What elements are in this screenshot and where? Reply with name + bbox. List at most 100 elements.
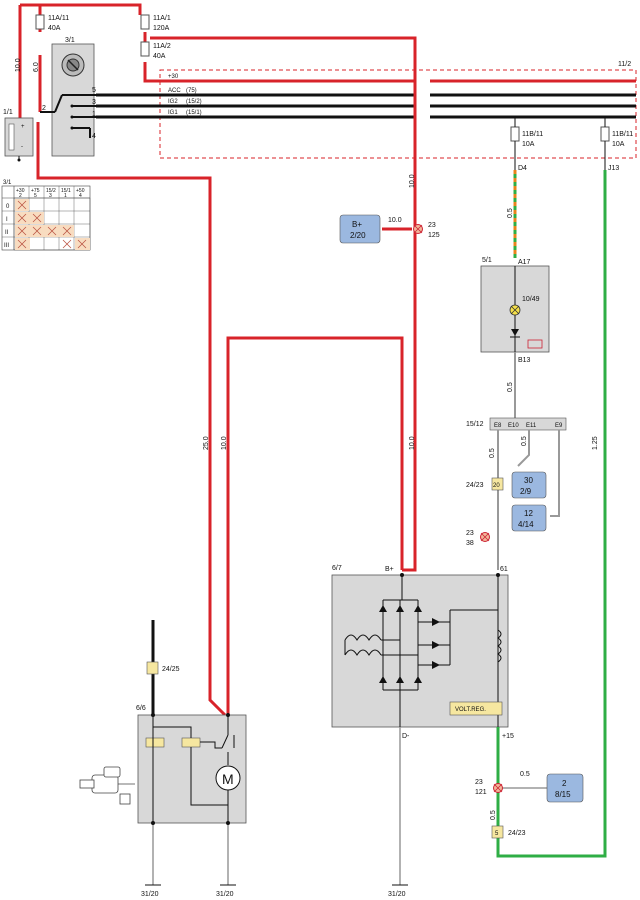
splice-125: 23 125 <box>413 222 440 239</box>
wire-size-12: 1.25 <box>592 436 599 450</box>
wire-size-3: 10.0 <box>409 174 416 188</box>
pin-61: 61 <box>500 566 508 573</box>
svg-text:24/23: 24/23 <box>466 482 484 489</box>
svg-text:3: 3 <box>49 193 52 199</box>
svg-text:12: 12 <box>524 509 533 518</box>
svg-text:11A/2: 11A/2 <box>153 43 171 50</box>
battery-warning-icon <box>527 339 543 349</box>
wire-size-10: 0.5 <box>489 448 496 458</box>
fuse-11a-11: 11A/11 40A <box>35 14 69 32</box>
bus-ig1-name: IG1 <box>168 110 178 116</box>
svg-text:11B/11: 11B/11 <box>522 131 543 138</box>
volt-reg <box>449 701 503 716</box>
ref-bplus: B+ 2/20 <box>339 214 381 244</box>
ground-3: 31/20 <box>388 891 406 898</box>
switch-pin-4: 4 <box>92 133 96 140</box>
lamp-unit-label: 5/1 <box>482 257 492 264</box>
pin-dminus: D- <box>402 733 410 740</box>
svg-text:121: 121 <box>475 789 487 796</box>
bus-acc-name: ACC <box>168 88 181 94</box>
svg-text:B+: B+ <box>352 220 362 229</box>
svg-text:5: 5 <box>495 831 499 837</box>
bus-acc-code: (75) <box>186 88 197 94</box>
svg-text:1: 1 <box>64 193 67 199</box>
red-wires <box>18 3 417 717</box>
svg-text:III: III <box>4 243 9 249</box>
wire-size-11: 0.5 <box>521 436 528 446</box>
pin-bplus: B+ <box>385 566 394 573</box>
ref-30: 30 2/9 <box>511 471 547 499</box>
svg-text:+75: +75 <box>31 188 40 194</box>
connector-24-23-b: 5 24/23 <box>491 825 526 839</box>
svg-text:4/14: 4/14 <box>518 520 534 529</box>
starter-coil-1 <box>145 737 165 748</box>
ground-1: 31/20 <box>141 891 159 898</box>
svg-text:4: 4 <box>79 193 82 199</box>
fuse-11b-11-right: 11B/11 10A <box>600 126 633 148</box>
bus-lines <box>96 79 636 119</box>
svg-text:5: 5 <box>34 193 37 199</box>
pin-plus15: +15 <box>502 733 514 740</box>
starter-coil-2 <box>181 737 201 748</box>
ground-2: 31/20 <box>216 891 234 898</box>
motor-label: M <box>222 771 234 787</box>
svg-text:0: 0 <box>6 204 10 210</box>
svg-text:15/1: 15/1 <box>61 188 71 194</box>
svg-text:E10: E10 <box>508 423 519 429</box>
bus-ig1-code: (15/1) <box>186 110 202 116</box>
switch-pin-1: 1 <box>92 111 96 118</box>
pin-d4: D4 <box>518 165 527 172</box>
alternator <box>331 574 509 728</box>
field-coil <box>497 629 502 663</box>
svg-text:VOLT.REG.: VOLT.REG. <box>455 707 486 713</box>
svg-text:2/20: 2/20 <box>350 231 366 240</box>
svg-text:38: 38 <box>466 540 474 547</box>
rectifier-bridge <box>344 575 499 727</box>
svg-text:23: 23 <box>466 530 474 537</box>
switch-pin-2: 2 <box>42 105 46 112</box>
svg-text:II: II <box>5 230 9 236</box>
alternator-label: 6/7 <box>332 565 342 572</box>
fuse-box-area <box>159 69 637 159</box>
battery-label: 1/1 <box>3 109 13 116</box>
pin-b13: B13 <box>518 357 531 364</box>
ref-2: 2 8/15 <box>546 773 584 803</box>
svg-text:24/25: 24/25 <box>162 666 180 673</box>
svg-text:120A: 120A <box>153 25 170 32</box>
svg-text:10A: 10A <box>522 141 535 148</box>
svg-text:E11: E11 <box>526 423 537 429</box>
svg-text:23: 23 <box>428 222 436 229</box>
connector-24-25: 24/25 <box>146 661 180 675</box>
svg-text:30: 30 <box>524 476 533 485</box>
svg-text:2: 2 <box>562 779 567 788</box>
splice-38: 23 38 <box>466 530 490 547</box>
switch-pin-5: 5 <box>92 87 96 94</box>
rectifier-diodes <box>379 605 440 683</box>
bus-top-label: +30 <box>168 74 179 80</box>
switch-table-corner: 3/1 <box>3 180 12 186</box>
ref-12: 12 4/14 <box>511 504 547 532</box>
svg-text:40A: 40A <box>153 53 166 60</box>
wire-size-1: 10.0 <box>15 58 22 72</box>
wire-size-9: 0.5 <box>507 382 514 392</box>
svg-text:+30: +30 <box>16 188 25 194</box>
svg-text:-: - <box>21 144 23 150</box>
fuse-11a-2: 11A/2 40A <box>140 41 171 60</box>
switch-table: 3/1 +30 2 +75 5 15/2 3 15/1 1 +50 4 0 I … <box>1 180 91 251</box>
fuse-box-label: 11/2 <box>618 61 631 68</box>
svg-text:E9: E9 <box>555 423 563 429</box>
connector-24-23-a: 20 24/23 <box>466 477 504 491</box>
diode-icon <box>511 329 519 336</box>
pin-j13: J13 <box>608 165 619 172</box>
svg-text:11A/11: 11A/11 <box>48 15 69 22</box>
ignition-switch-label: 3/1 <box>65 37 75 44</box>
svg-text:23: 23 <box>475 779 483 786</box>
connector-label: 15/12 <box>466 421 484 428</box>
wire-size-5: 25.0 <box>203 436 210 450</box>
svg-text:E8: E8 <box>494 423 502 429</box>
svg-text:+50: +50 <box>76 188 85 194</box>
svg-text:20: 20 <box>493 483 500 489</box>
fuse-11a-1: 11A/1 120A <box>140 14 171 32</box>
fuse-11b-11-left: 11B/11 10A <box>510 126 543 148</box>
svg-text:10A: 10A <box>612 141 625 148</box>
